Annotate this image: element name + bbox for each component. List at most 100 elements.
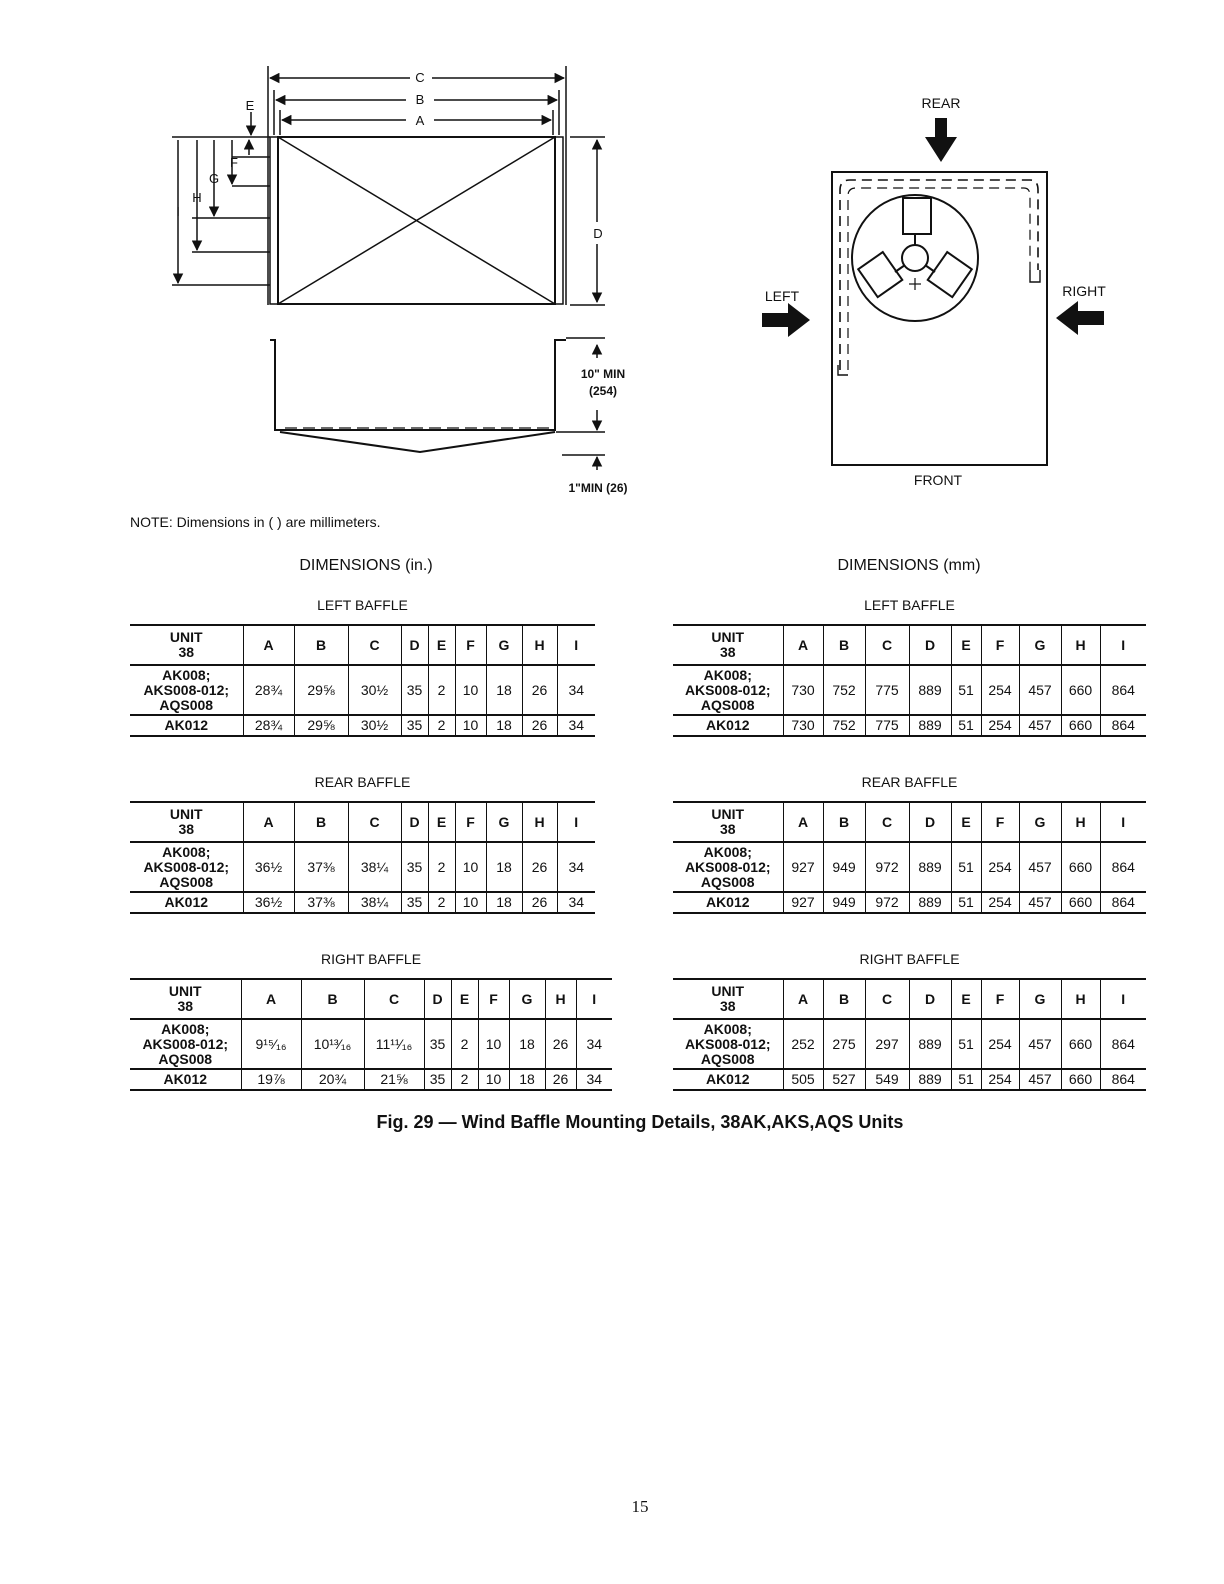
value-cell: 254 [980,665,1019,715]
dim-label-g: G [209,171,219,186]
value-cell: 28¾ [242,665,294,715]
col-header: I [556,625,595,665]
col-header: B [300,979,364,1019]
dim-label-c: C [415,70,424,85]
dim-label-d: D [593,226,602,241]
col-header: A [782,979,823,1019]
right-baffle-mm-title: RIGHT BAFFLE [859,951,960,967]
value-cell: 10 [477,1019,509,1069]
value-cell: 949 [822,842,865,892]
value-cell: 34 [575,1019,612,1069]
value-cell: 864 [1099,1019,1146,1069]
value-cell: 457 [1018,842,1061,892]
value-cell: 927 [782,842,823,892]
value-cell: 34 [575,1069,612,1090]
value-cell: 35 [400,842,428,892]
dim-label-f: F [230,155,238,170]
min-top-mm-label: (254) [589,384,617,398]
col-header: G [485,802,522,842]
value-cell: 18 [508,1069,545,1090]
col-header: E [950,802,981,842]
col-header: F [980,979,1019,1019]
value-cell: 660 [1060,1019,1100,1069]
col-header: C [864,625,909,665]
value-cell: 2 [450,1069,478,1090]
value-cell: 35 [423,1069,451,1090]
value-cell: 10 [454,842,486,892]
value-cell: 21⅝ [363,1069,424,1090]
value-cell: 949 [822,892,865,913]
value-cell: 254 [980,842,1019,892]
table-row: AK008;AKS008-012;AQS008 927 949 972 889 … [673,842,1146,892]
col-header: E [950,625,981,665]
value-cell: 35 [423,1019,451,1069]
right-label: RIGHT [1062,283,1106,299]
value-cell: 527 [822,1069,865,1090]
value-cell: 864 [1099,715,1146,736]
value-cell: 660 [1060,715,1100,736]
value-cell: 889 [908,1069,951,1090]
col-header: D [908,979,951,1019]
col-header: G [1018,625,1061,665]
table-row: AK012 36½ 37⅜ 38¼ 35 2 10 18 26 34 [130,892,595,913]
col-header: I [1099,802,1146,842]
table-row: AK008;AKS008-012;AQS008 252 275 297 889 … [673,1019,1146,1069]
value-cell: 30½ [347,665,401,715]
value-cell: 457 [1018,1019,1061,1069]
rear-label: REAR [922,95,961,111]
table-row: AK012 28¾ 29⅝ 30½ 35 2 10 18 26 34 [130,715,595,736]
value-cell: 775 [864,715,909,736]
col-header: F [477,979,509,1019]
col-header: D [400,625,428,665]
col-header: I [1099,625,1146,665]
unit-orientation-diagram: REAR LEFT RIGHT FRONT [762,95,1106,488]
table-row: AK012 505 527 549 889 51 254 457 660 864 [673,1069,1146,1090]
value-cell: 37⅜ [293,892,348,913]
value-cell: 864 [1099,842,1146,892]
table-row: AK008;AKS008-012;AQS008 9¹⁵⁄₁₆ 10¹³⁄₁₆ 1… [130,1019,612,1069]
rear-baffle-in-title: REAR BAFFLE [314,774,411,790]
col-header: G [508,979,545,1019]
value-cell: 35 [400,892,428,913]
col-header: H [1060,802,1100,842]
col-header: E [427,625,455,665]
value-cell: 2 [450,1019,478,1069]
value-cell: 18 [485,715,522,736]
value-cell: 927 [782,892,823,913]
value-cell: 457 [1018,1069,1061,1090]
col-header: E [427,802,455,842]
table-row: AK012 730 752 775 889 51 254 457 660 864 [673,715,1146,736]
value-cell: 2 [427,892,455,913]
page-number: 15 [631,1497,649,1516]
col-header: D [423,979,451,1019]
value-cell: 889 [908,665,951,715]
table-row: AK008;AKS008-012;AQS008 28¾ 29⅝ 30½ 35 2… [130,665,595,715]
value-cell: 660 [1060,1069,1100,1090]
col-header: D [400,802,428,842]
value-cell: 2 [427,715,455,736]
value-cell: 297 [864,1019,909,1069]
value-cell: 864 [1099,665,1146,715]
value-cell: 889 [908,715,951,736]
value-cell: 26 [521,892,557,913]
col-header: D [908,802,951,842]
unit-cell: AK008;AKS008-012;AQS008 [684,1020,771,1067]
dim-label-i: I [176,204,180,219]
value-cell: 254 [980,1019,1019,1069]
value-cell: 254 [980,1069,1019,1090]
left-baffle-in-title: LEFT BAFFLE [317,597,408,613]
unit-cell: AK012 [164,894,209,910]
value-cell: 752 [822,665,865,715]
col-header: H [1060,979,1100,1019]
value-cell: 29⅝ [293,665,348,715]
